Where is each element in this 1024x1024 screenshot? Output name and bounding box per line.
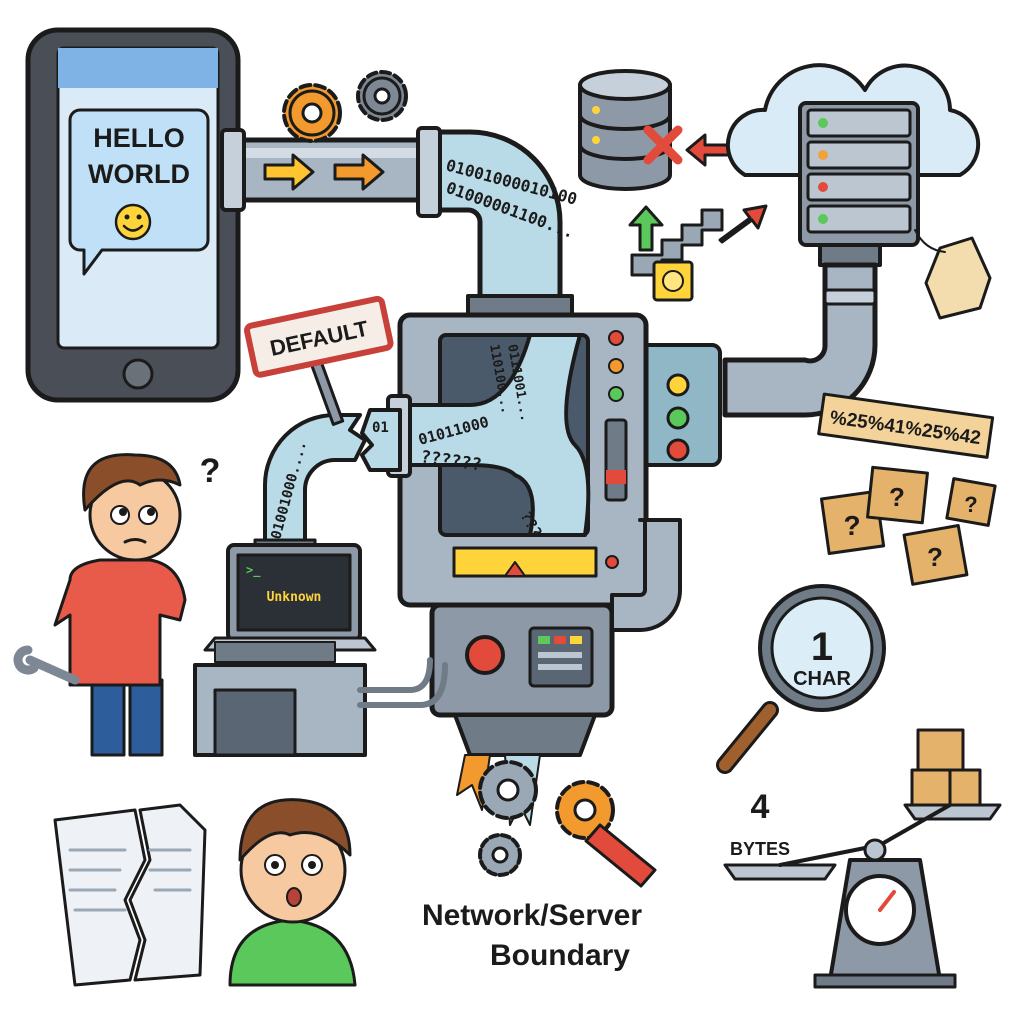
keyboard [214,641,336,663]
question-mark: ? [200,452,221,490]
gear-icon [478,833,522,877]
surprised-user [228,798,357,987]
gear-icon [356,70,408,122]
encoded-label: %25%41%25%42 [817,392,995,459]
smartphone: HELLO WORLD [25,27,241,403]
arrow-right-icon [263,153,315,191]
terminal-prompt: >_ [246,563,261,578]
arrow-up-right-icon [718,204,768,244]
chat-bubble [68,108,210,276]
gear-icon [282,83,342,143]
conversion-machine: 01011000 ?????? ??? 0111001... 110100... [386,312,722,757]
weighing-scale: 4 BYTES [723,728,1002,989]
error-x-icon [643,125,683,165]
wrench-icon [584,823,657,888]
question-box: ? [945,477,997,527]
world-text: WORLD [88,159,190,189]
arrow-right-icon [333,153,385,191]
hello-text: HELLO [93,123,185,153]
question-boxes: ? ? ? ? [820,465,997,586]
char-label: CHAR [793,668,851,690]
computer-terminal: >_ Unknown [193,543,448,757]
box-icon [916,728,965,772]
server-pipe [722,243,882,418]
broken-pipe: 01001000.... 01 [253,408,402,558]
char-count: 1 [811,625,833,669]
confused-developer: ? [13,452,221,757]
arrow-up-icon [628,205,664,252]
smiley-icon [114,203,152,241]
svg-text:?: ? [843,510,860,541]
svg-text:?: ? [964,492,977,517]
database-icon [578,69,672,191]
wrench-icon [13,645,80,685]
question-box: ? [866,465,929,525]
question-box: ? [902,524,969,586]
server-rack [798,101,920,247]
terminal-status: Unknown [267,590,322,605]
gear-icon [478,760,538,820]
tag-icon [924,236,992,320]
binary-fragment: 01 [372,420,389,436]
default-sign: DEFAULT [244,295,394,426]
caption-line1: Network/Server [422,899,642,932]
magnifying-glass-icon: 1 CHAR [716,584,886,774]
svg-text:?: ? [927,542,943,572]
svg-text:?: ? [889,482,905,512]
input-pipe: 01001000010100 01000001100... [220,126,579,318]
byte-count: 4 [751,788,770,826]
dial-knob [465,635,505,675]
gauge-meter [452,546,598,578]
caption-line2: Boundary [490,939,630,972]
byte-label: BYTES [730,839,790,859]
torn-document-icon [53,803,207,987]
